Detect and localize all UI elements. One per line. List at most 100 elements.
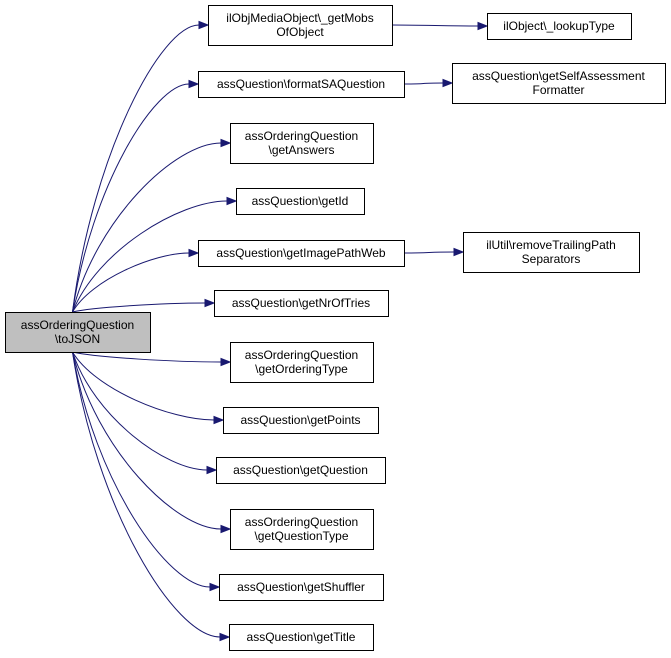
edge-root-to-getNrOfTries	[72, 298, 216, 313]
edge-arrowhead	[213, 415, 225, 425]
node-label: assQuestion\getShuffler	[237, 580, 365, 594]
edge-root-to-getImagePathWeb	[72, 248, 200, 313]
node-label: assQuestion\getTitle	[247, 630, 356, 644]
edge-line	[72, 351, 221, 638]
edge-line	[72, 351, 211, 588]
edge-root-to-getOrderingType	[72, 351, 232, 367]
node-box	[236, 188, 365, 215]
edge-arrowhead	[219, 632, 231, 642]
node-getId[interactable]: assQuestion\getId	[236, 188, 365, 215]
node-label: assQuestion\getNrOfTries	[232, 296, 370, 310]
node-box	[487, 13, 632, 40]
node-label: assQuestion\getQuestion	[233, 463, 368, 477]
node-root[interactable]: assOrderingQuestion\toJSON	[5, 312, 151, 353]
node-label: ilUtil\removeTrailingPath	[486, 238, 616, 252]
edge-line	[72, 302, 206, 313]
node-label: ilObjMediaObject\_getMobs	[226, 11, 373, 25]
node-box	[216, 457, 386, 484]
edge-arrowhead	[204, 298, 216, 308]
node-label: \getAnswers	[268, 143, 334, 157]
node-box	[230, 123, 374, 164]
edge-arrowhead	[220, 524, 232, 534]
edge-line	[72, 252, 190, 313]
node-getPoints[interactable]: assQuestion\getPoints	[223, 407, 379, 434]
node-label: \getQuestionType	[254, 529, 348, 543]
edge-line	[72, 351, 222, 530]
node-getShuffler[interactable]: assQuestion\getShuffler	[219, 574, 384, 601]
edge-arrowhead	[198, 20, 210, 30]
node-box	[229, 624, 374, 651]
node-getNrOfTries[interactable]: assQuestion\getNrOfTries	[214, 290, 389, 317]
node-label: assQuestion\getImagePathWeb	[216, 246, 386, 260]
node-box	[452, 63, 666, 104]
node-label: assOrderingQuestion	[245, 515, 358, 529]
node-box	[198, 240, 405, 267]
edge-arrowhead	[453, 247, 465, 257]
node-box	[230, 342, 374, 383]
edge-root-to-getQuestion	[72, 351, 218, 475]
node-box	[198, 71, 405, 98]
edge-root-to-getQuestionType	[72, 351, 232, 534]
node-getAnswers[interactable]: assOrderingQuestion\getAnswers	[230, 123, 374, 164]
node-lookupType[interactable]: ilObject\_lookupType	[487, 13, 632, 40]
node-box	[219, 574, 384, 601]
node-box	[463, 232, 640, 273]
node-label: assQuestion\formatSAQuestion	[217, 77, 385, 91]
edge-line	[72, 200, 228, 313]
edges-layer	[72, 20, 489, 642]
edge-arrowhead	[188, 79, 200, 89]
edge-line	[72, 351, 208, 471]
edge-formatSA-to-getSAFormatter	[403, 78, 454, 88]
edge-getImagePathWeb-to-removeTrailing	[403, 247, 465, 257]
node-label: ilObject\_lookupType	[503, 19, 615, 33]
node-label: assQuestion\getSelfAssessment	[472, 69, 645, 83]
edge-line	[72, 83, 190, 313]
edge-line	[72, 142, 222, 313]
edge-line	[403, 82, 444, 85]
edge-root-to-getId	[72, 196, 238, 313]
node-getQuestion[interactable]: assQuestion\getQuestion	[216, 457, 386, 484]
node-box	[5, 312, 151, 353]
edge-line	[391, 24, 479, 27]
node-label: Separators	[522, 252, 581, 266]
edge-root-to-getShuffler	[72, 351, 221, 592]
node-label: assOrderingQuestion	[21, 318, 134, 332]
edge-line	[72, 351, 222, 363]
edge-arrowhead	[209, 582, 221, 592]
node-getImagePathWeb[interactable]: assQuestion\getImagePathWeb	[198, 240, 405, 267]
node-getTitle[interactable]: assQuestion\getTitle	[229, 624, 374, 651]
node-getOrderingType[interactable]: assOrderingQuestion\getOrderingType	[230, 342, 374, 383]
edge-root-to-getTitle	[72, 351, 231, 642]
edge-root-to-getMobs	[72, 20, 210, 313]
edge-arrowhead	[220, 138, 232, 148]
node-box	[230, 509, 374, 550]
edge-line	[403, 251, 455, 254]
node-label: \toJSON	[55, 332, 100, 346]
node-label: assOrderingQuestion	[245, 129, 358, 143]
edge-arrowhead	[206, 465, 218, 475]
edge-getMobs-to-lookupType	[391, 21, 489, 31]
node-label: OfObject	[276, 25, 324, 39]
edge-root-to-getPoints	[72, 351, 225, 425]
edge-root-to-formatSA	[72, 79, 200, 313]
node-label: Formatter	[532, 83, 584, 97]
node-label: assOrderingQuestion	[245, 348, 358, 362]
node-box	[223, 407, 379, 434]
edge-line	[72, 351, 215, 421]
edge-arrowhead	[477, 21, 489, 31]
edge-arrowhead	[188, 248, 200, 258]
edge-arrowhead	[226, 196, 238, 206]
node-label: \getOrderingType	[255, 362, 348, 376]
node-label: assQuestion\getPoints	[240, 413, 360, 427]
edge-arrowhead	[220, 357, 232, 367]
node-label: assQuestion\getId	[252, 194, 349, 208]
node-formatSA[interactable]: assQuestion\formatSAQuestion	[198, 71, 405, 98]
node-box	[214, 290, 389, 317]
node-getQuestionType[interactable]: assOrderingQuestion\getQuestionType	[230, 509, 374, 550]
nodes-layer: assOrderingQuestion\toJSONilObjMediaObje…	[5, 5, 666, 651]
edge-line	[72, 24, 200, 313]
